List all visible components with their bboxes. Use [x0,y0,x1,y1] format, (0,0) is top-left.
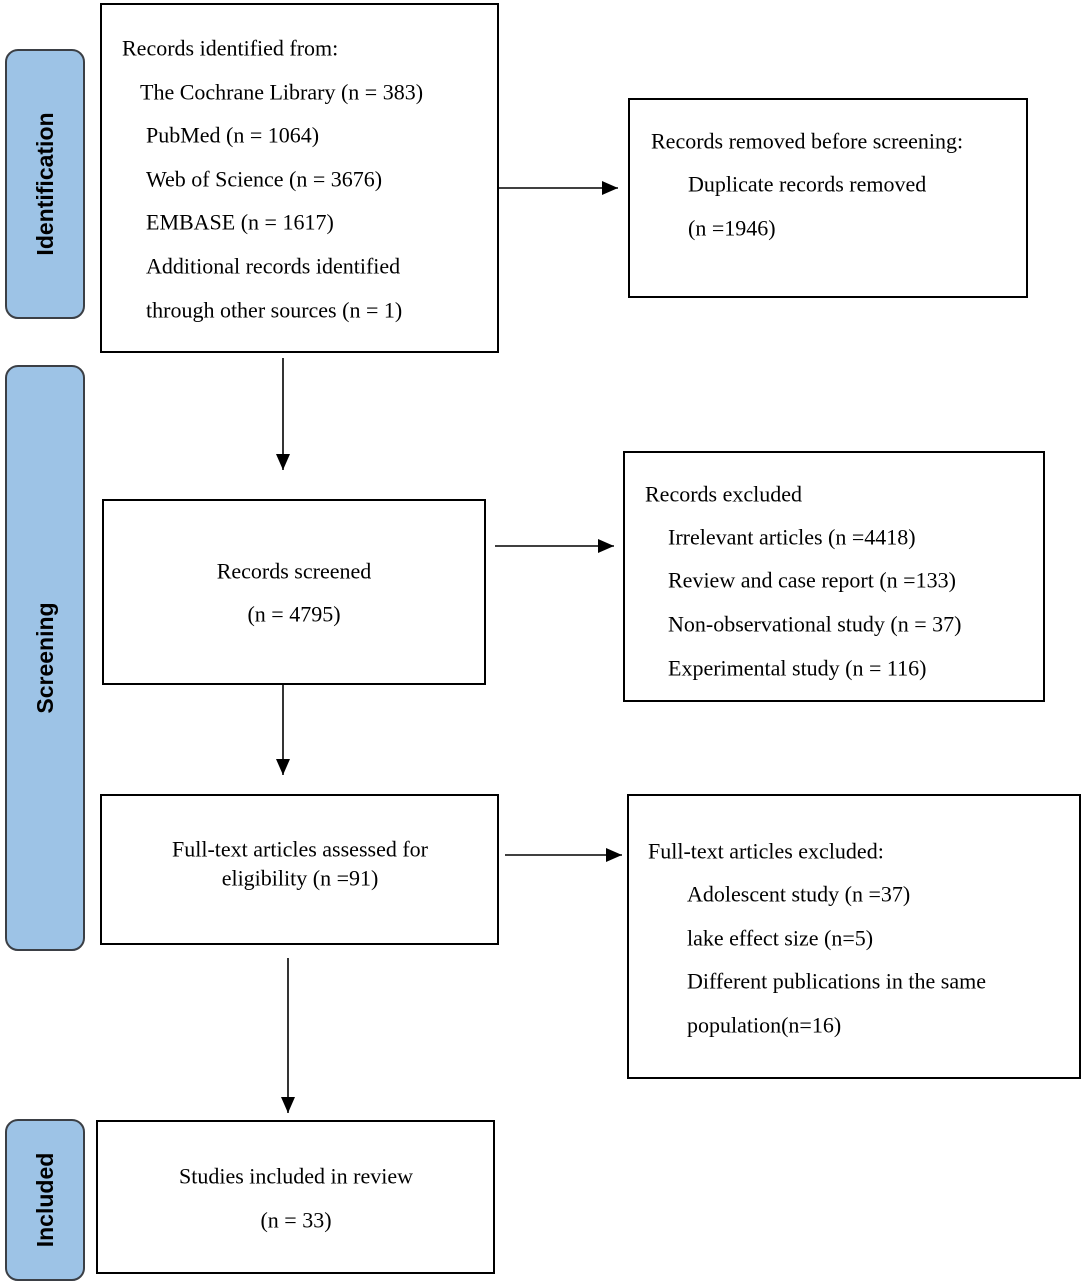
source-item: Web of Science (n = 3676) [146,167,382,192]
source-item: EMBASE (n = 1617) [146,210,334,235]
source-item: through other sources (n = 1) [146,298,402,323]
records-excluded-heading: Records excluded [645,482,802,507]
records-screened-label: Records screened [217,559,372,584]
stage-screening: Screening [5,365,85,951]
records-removed-heading: Records removed before screening: [651,129,963,154]
records-screened-box: Records screened (n = 4795) [102,499,486,685]
fulltext-excluded-item: population(n=16) [687,1013,841,1038]
stage-included-label: Included [32,1153,58,1248]
fulltext-assessed-label: Full-text articles assessed for [172,837,429,862]
stage-identification: Identification [5,49,85,319]
records-removed-line: Duplicate records removed [688,172,926,197]
stage-screening-label: Screening [32,602,58,713]
studies-included-box: Studies included in review (n = 33) [96,1120,495,1274]
fulltext-assessed-count: eligibility (n =91) [222,866,379,891]
records-identified-heading: Records identified from: [122,36,338,61]
records-removed-line: (n =1946) [688,216,776,241]
source-item: The Cochrane Library (n = 383) [140,80,423,105]
stage-included: Included [5,1119,85,1281]
excluded-item: Review and case report (n =133) [668,568,956,593]
excluded-item: Irrelevant articles (n =4418) [668,525,916,550]
source-item: Additional records identified [146,254,400,279]
studies-included-count: (n = 33) [260,1208,331,1233]
fulltext-excluded-heading: Full-text articles excluded: [648,839,884,864]
records-excluded-box: Records excluded Irrelevant articles (n … [623,451,1045,702]
fulltext-excluded-item: Adolescent study (n =37) [687,882,910,907]
studies-included-label: Studies included in review [179,1164,413,1189]
stage-identification-label: Identification [32,112,58,255]
fulltext-excluded-box: Full-text articles excluded: Adolescent … [627,794,1081,1079]
excluded-item: Experimental study (n = 116) [668,656,926,681]
records-removed-box: Records removed before screening: Duplic… [628,98,1028,298]
fulltext-excluded-item: Different publications in the same [687,969,986,994]
records-identified-box: Records identified from: The Cochrane Li… [100,3,499,353]
excluded-item: Non-observational study (n = 37) [668,612,961,637]
records-screened-count: (n = 4795) [247,602,340,627]
fulltext-assessed-box: Full-text articles assessed for eligibil… [100,794,499,945]
source-item: PubMed (n = 1064) [146,123,319,148]
fulltext-excluded-item: lake effect size (n=5) [687,926,873,951]
